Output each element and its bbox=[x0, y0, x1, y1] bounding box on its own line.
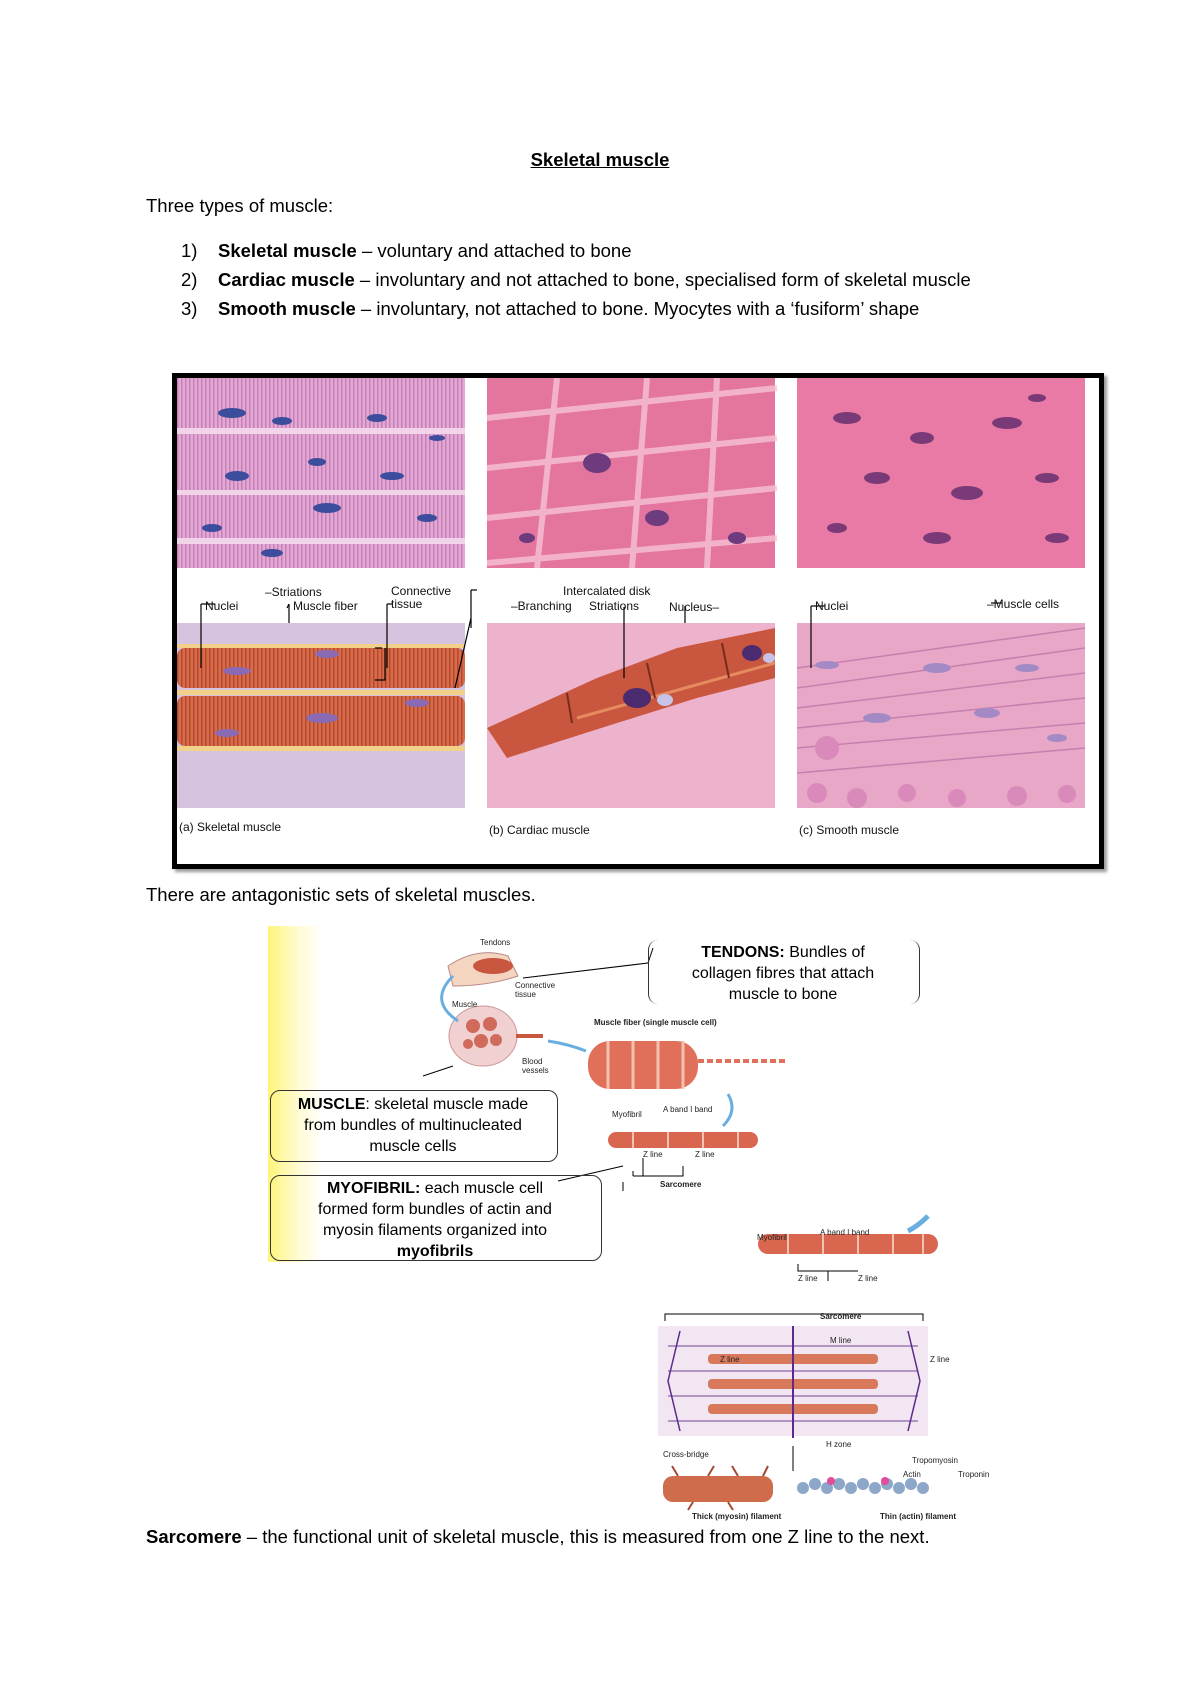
label-connective: Connective bbox=[391, 584, 452, 598]
label-nuclei-c: Nuclei bbox=[815, 599, 849, 613]
small-label: Thick (myosin) filament bbox=[692, 1512, 782, 1521]
small-label: Myofibril bbox=[612, 1110, 642, 1119]
myofibril-callout: MYOFIBRIL: each muscle cell formed form … bbox=[318, 1180, 552, 1260]
label-branching: –Branching bbox=[511, 599, 572, 613]
label-tissue: tissue bbox=[391, 597, 423, 611]
small-label: tissue bbox=[515, 990, 536, 999]
small-label: H zone bbox=[826, 1440, 852, 1449]
list-item: 3) Smooth muscle – involuntary, not atta… bbox=[181, 298, 920, 319]
small-label: Z line bbox=[643, 1150, 663, 1159]
muscle-hierarchy-illustration bbox=[422, 947, 938, 1511]
small-label: Z line bbox=[798, 1274, 818, 1283]
page-title: Skeletal muscle bbox=[530, 149, 670, 170]
label-striations: –Striations bbox=[265, 585, 322, 599]
label-intercalated-disk: Intercalated disk bbox=[563, 584, 651, 598]
label-nucleus-b: Nucleus– bbox=[669, 600, 720, 614]
tendons-callout: TENDONS: Bundles of collagen fibres that… bbox=[691, 944, 875, 1003]
small-label: M line bbox=[830, 1336, 852, 1345]
small-label: Sarcomere bbox=[660, 1180, 702, 1189]
small-label: Muscle bbox=[452, 1000, 478, 1009]
small-label: Tropomyosin bbox=[912, 1456, 958, 1465]
small-label: Blood bbox=[522, 1057, 543, 1066]
list-desc: – involuntary, not attached to bone. Myo… bbox=[355, 298, 920, 319]
list-desc: – voluntary and attached to bone bbox=[356, 240, 632, 261]
caption-smooth: (c) Smooth muscle bbox=[799, 823, 900, 837]
small-label: Cross-bridge bbox=[663, 1450, 709, 1459]
small-label: Myofibril bbox=[757, 1233, 787, 1242]
list-term: Skeletal muscle bbox=[218, 240, 357, 261]
small-label: Z line bbox=[930, 1355, 950, 1364]
small-label: Tendons bbox=[480, 938, 511, 947]
label-nuclei-a: Nuclei bbox=[205, 599, 239, 613]
list-desc: – involuntary and not attached to bone, … bbox=[354, 269, 971, 290]
small-label: Actin bbox=[903, 1470, 921, 1479]
small-label: Z line bbox=[720, 1355, 740, 1364]
small-label: Z line bbox=[695, 1150, 715, 1159]
muscle-types-illustration bbox=[177, 377, 1086, 808]
small-label: Sarcomere bbox=[820, 1312, 862, 1321]
list-term: Cardiac muscle bbox=[218, 269, 355, 290]
sarcomere-desc: – the functional unit of skeletal muscle… bbox=[241, 1526, 930, 1547]
label-striations-b: Striations bbox=[589, 599, 640, 613]
label-muscle-fiber: Muscle fiber bbox=[293, 599, 358, 613]
list-item: 2) Cardiac muscle – involuntary and not … bbox=[181, 269, 971, 290]
intro-text: Three types of muscle: bbox=[146, 195, 334, 216]
small-label: Thin (actin) filament bbox=[880, 1512, 956, 1521]
caption-cardiac: (b) Cardiac muscle bbox=[489, 823, 590, 837]
myofibril-callout-box bbox=[270, 1175, 602, 1261]
small-label: Troponin bbox=[958, 1470, 990, 1479]
small-label: Connective bbox=[515, 981, 556, 990]
small-label: Muscle fiber (single muscle cell) bbox=[594, 1018, 717, 1027]
small-label: vessels bbox=[522, 1066, 549, 1075]
muscle-callout-box bbox=[270, 1090, 558, 1162]
list-item: 1) Skeletal muscle – voluntary and attac… bbox=[181, 240, 632, 261]
caption-skeletal: (a) Skeletal muscle bbox=[179, 820, 282, 834]
antagonistic-text: There are antagonistic sets of skeletal … bbox=[146, 884, 536, 905]
tendons-callout-box bbox=[648, 940, 920, 1004]
small-label: A band I band bbox=[820, 1228, 870, 1237]
small-label: Z line bbox=[858, 1274, 878, 1283]
list-term: Smooth muscle bbox=[218, 298, 356, 319]
label-muscle-cells: –Muscle cells bbox=[987, 597, 1060, 611]
sarcomere-term: Sarcomere bbox=[146, 1526, 242, 1547]
small-label: A band I band bbox=[663, 1105, 713, 1114]
muscle-types-figure: –Striations Nuclei Muscle fiber Connecti… bbox=[172, 373, 1104, 869]
muscle-callout: MUSCLE: skeletal muscle made from bundle… bbox=[297, 1096, 529, 1155]
sarcomere-definition: Sarcomere – the functional unit of skele… bbox=[146, 1526, 930, 1548]
